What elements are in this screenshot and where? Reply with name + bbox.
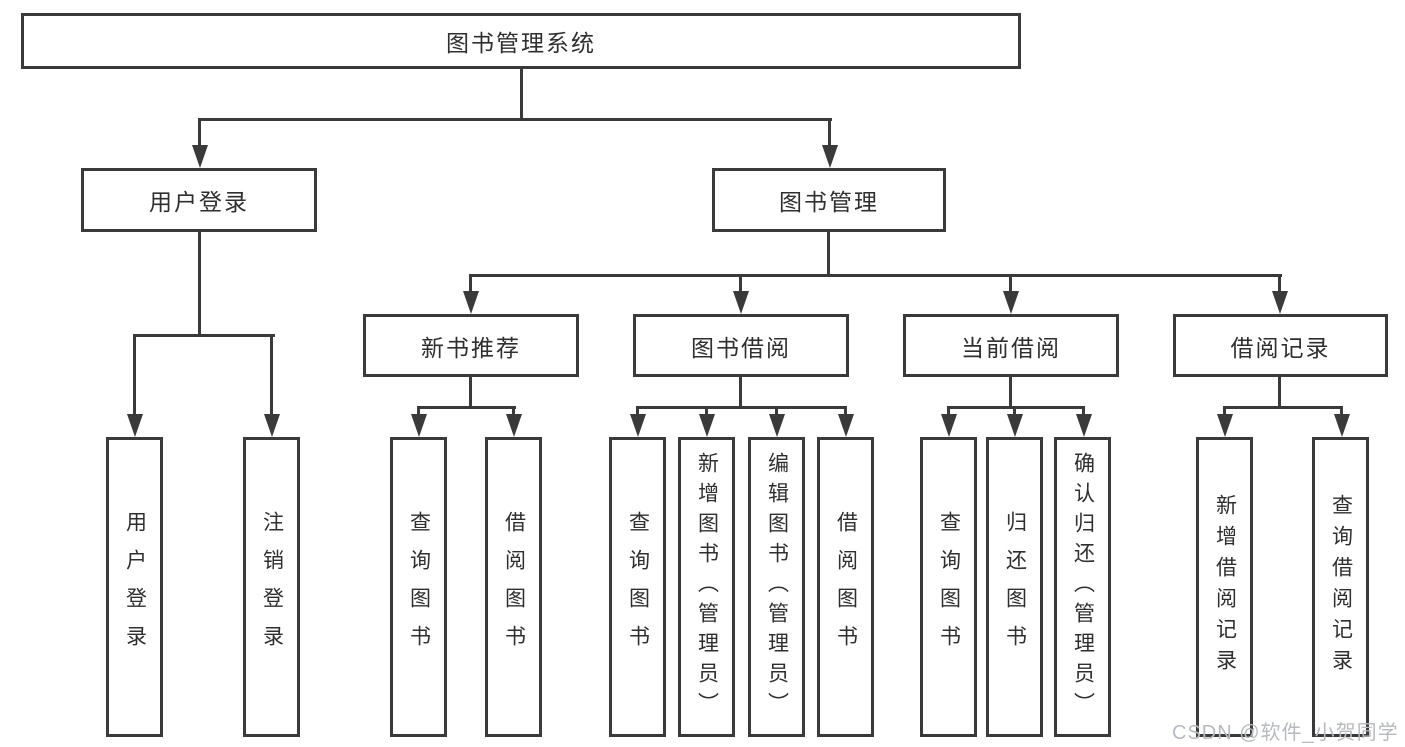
- connector-line: [947, 406, 950, 416]
- connector-line: [636, 406, 639, 416]
- leaf-query-borrow-record: 查询借阅记录: [1312, 437, 1369, 737]
- arrowhead-down-icon: [1076, 414, 1092, 437]
- arrowhead-down-icon: [630, 414, 646, 437]
- node-book-borrowing: 图书借阅: [633, 314, 849, 377]
- arrowhead-down-icon: [192, 145, 208, 168]
- node-library-management-system: 图书管理系统: [21, 13, 1021, 69]
- connector-line: [417, 406, 420, 416]
- connector-line: [133, 334, 136, 415]
- node-new-book-recommend: 新书推荐: [363, 314, 579, 377]
- leaf-borrow-books-recommend: 借阅图书: [485, 437, 542, 737]
- arrowhead-down-icon: [1007, 414, 1023, 437]
- csdn-watermark: CSDN @软件_小贺同学: [1172, 722, 1399, 744]
- connector-line: [1009, 274, 1012, 294]
- arrowhead-down-icon: [506, 414, 522, 437]
- leaf-borrow-books: 借阅图书: [817, 437, 874, 737]
- connector-line: [1013, 406, 1016, 416]
- connector-line: [1278, 274, 1281, 294]
- arrowhead-down-icon: [1003, 291, 1019, 314]
- arrowhead-down-icon: [838, 414, 854, 437]
- connector-line: [1278, 377, 1281, 408]
- node-current-borrowing: 当前借阅: [903, 314, 1119, 377]
- leaf-query-books-current: 查询图书: [920, 437, 977, 737]
- connector-line: [512, 406, 515, 416]
- connector-line: [739, 377, 742, 408]
- arrowhead-down-icon: [1334, 414, 1350, 437]
- arrowhead-down-icon: [463, 291, 479, 314]
- connector-line: [1082, 406, 1085, 416]
- node-book-management: 图书管理: [712, 168, 946, 232]
- arrowhead-down-icon: [264, 414, 280, 437]
- connector-line: [1223, 406, 1226, 416]
- arrowhead-down-icon: [699, 414, 715, 437]
- leaf-add-books-admin: 新增图书（管理员）: [678, 437, 735, 737]
- connector-line: [469, 377, 472, 408]
- connector-line: [469, 274, 1282, 277]
- connector-line: [947, 406, 1085, 409]
- connector-line: [1340, 406, 1343, 416]
- arrowhead-down-icon: [769, 414, 785, 437]
- leaf-logout: 注销登录: [243, 437, 300, 737]
- arrowhead-down-icon: [1272, 291, 1288, 314]
- arrowhead-down-icon: [941, 414, 957, 437]
- connector-line: [775, 406, 778, 416]
- arrowhead-down-icon: [411, 414, 427, 437]
- connector-line: [636, 406, 847, 409]
- leaf-edit-books-admin: 编辑图书（管理员）: [748, 437, 805, 737]
- node-user-login: 用户登录: [81, 168, 317, 232]
- connector-line: [133, 334, 275, 337]
- connector-line: [198, 118, 832, 121]
- leaf-confirm-return-admin: 确认归还（管理员）: [1054, 437, 1111, 737]
- connector-line: [739, 274, 742, 294]
- arrowhead-down-icon: [822, 145, 838, 168]
- connector-line: [1223, 406, 1343, 409]
- connector-line: [198, 232, 201, 336]
- connector-line: [469, 274, 472, 294]
- connector-line: [198, 118, 201, 147]
- leaf-add-borrow-record: 新增借阅记录: [1196, 437, 1253, 737]
- leaf-query-books-borrowing: 查询图书: [609, 437, 666, 737]
- arrowhead-down-icon: [1217, 414, 1233, 437]
- arrowhead-down-icon: [733, 291, 749, 314]
- connector-line: [705, 406, 708, 416]
- connector-line: [417, 406, 516, 409]
- node-borrowing-records: 借阅记录: [1173, 314, 1388, 377]
- connector-line: [520, 69, 523, 120]
- leaf-user-login: 用户登录: [106, 437, 163, 737]
- connector-line: [828, 118, 831, 147]
- leaf-query-books-recommend: 查询图书: [390, 437, 447, 737]
- connector-line: [827, 232, 830, 276]
- connector-line: [1009, 377, 1012, 408]
- arrowhead-down-icon: [127, 414, 143, 437]
- leaf-return-books: 归还图书: [986, 437, 1043, 737]
- connector-line: [844, 406, 847, 416]
- connector-line: [270, 334, 273, 415]
